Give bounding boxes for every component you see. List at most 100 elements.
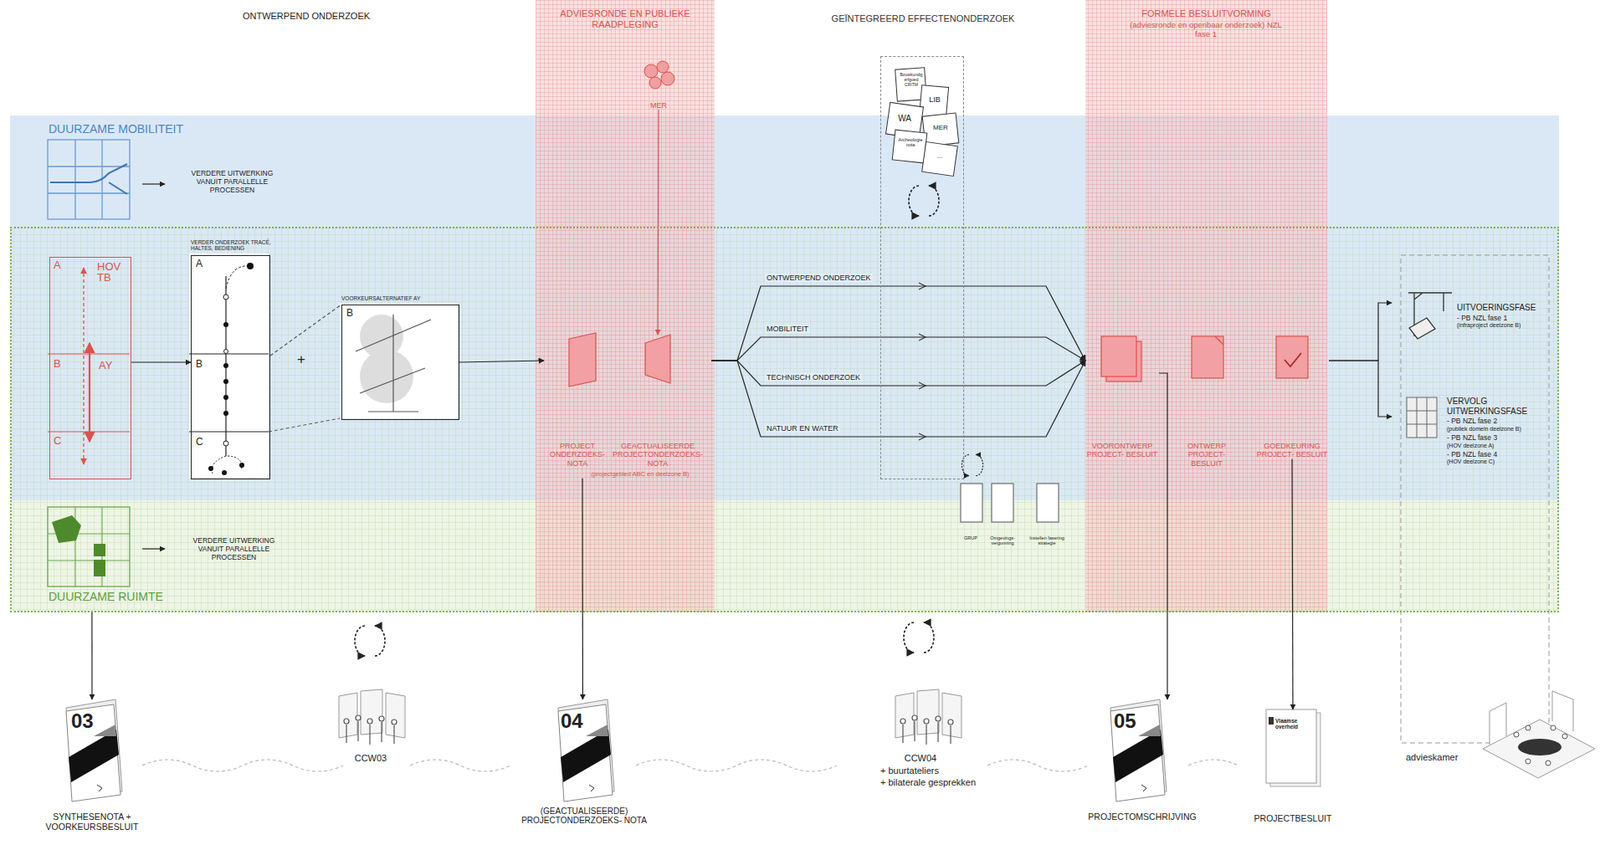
leader-line [268,418,340,432]
card-text: WA [890,113,919,124]
phase-title: ONTWERPEND ONDERZOEK [209,10,404,22]
decision-document: Vlaamse overheidPROJECTBESLUIT [1246,709,1339,836]
decision-document [1266,709,1321,787]
connector [711,360,1086,437]
detail-box: VOORKEURSALTERNATIEF AYB [341,304,460,421]
label-text: + buurtateliers [880,765,939,777]
label-text: A [195,258,203,271]
connector [711,360,1086,386]
document: PROJECT ONDERZOEKS- NOTA [543,334,611,468]
label-text: VOORONTWERP PROJECT- BESLUIT [1085,441,1159,460]
label-text: A [53,259,62,272]
label-text: C [53,435,62,448]
label-text: AY [98,359,113,373]
phase-frame [1400,255,1549,744]
card-text: MER [926,123,955,132]
label-text: PROJECT ONDERZOEKS- NOTA [543,441,611,468]
note-box: VERDERE UITWERKING VANUIT PARALLELLE PRO… [179,169,285,195]
map-box: A HOV TB B AY C [49,256,132,480]
mer-icon [644,61,675,89]
route-drawing [189,253,269,478]
label-text: VERDER ONDERZOEK TRACÉ, HALTES, BEDIENIN… [190,239,292,252]
document-caption: Omgevings- vergunning [984,535,1021,547]
outcome: VERVOLG UITWERKINGSFASE- PB NZL fase 2(p… [1391,391,1551,466]
label-text: - PB NZL fase 3 [1446,434,1551,443]
label-text: PROJECTBESLUIT [1246,813,1339,824]
report: 05PROJECTOMSCHRIJVING [1083,699,1201,842]
label-text: (infraproject deelzone B) [1456,322,1551,329]
label-text: - PB NZL fase 2 [1446,417,1551,426]
outcome: UITVOERINGSFASE- PB NZL fase 1(infraproj… [1391,292,1551,329]
card-text: Archeologie nota [896,137,925,149]
variant-drawing [339,302,458,419]
label-text: C [195,436,204,449]
label-text: (GEACTUALISEERDE) PROJECTONDERZOEKS- NOT… [517,806,652,826]
phase-column: FORMELE BESLUITVORMING(adviesronde en op… [1085,0,1328,613]
connector [581,478,584,700]
crane-icon [1408,292,1452,339]
workshop: CCW03 [334,689,407,774]
label-text: B [53,358,62,371]
label-text: DUURZAME MOBILITEIT [48,122,184,136]
label-text: (publiek domein deelzone B) [1446,425,1551,433]
space-icon [47,507,130,587]
report: 04(GEACTUALISEERDE) PROJECTONDERZOEKS- N… [517,699,652,842]
label-text: GOEDKEURING PROJECT- BESLUIT [1255,441,1329,460]
document-icon [569,333,1308,387]
label-text: UITVOERINGSFASE [1456,302,1551,313]
label-text: DUURZAME RUIMTE [48,589,164,604]
document: ONTWERP PROJECT- BESLUIT [1171,334,1242,468]
label-text: VERVOLG UITWERKINGSFASE [1446,396,1551,416]
label-text: GEACTUALISEERDE PROJECTONDERZOEKS- NOTA [611,441,704,468]
report-cards [886,67,959,177]
grid-icon [1406,397,1437,438]
label-text: Vlaamse overheid [1275,717,1314,731]
label-text: (HOV deelzone A) [1446,442,1551,450]
mobility-icon [47,139,130,220]
label-text: 05 [1113,709,1137,734]
label-text: 03 [71,709,94,734]
mer-label: MER [648,101,669,110]
advice-room [1482,691,1595,779]
small-documents [960,483,1059,523]
label-text: + bilaterale gesprekken [880,777,976,789]
label-text: - PB NZL fase 4 [1446,451,1551,460]
label-text: PROJECTOMSCHRIJVING [1083,811,1201,822]
document: GOEDKEURING PROJECT- BESLUIT [1255,334,1329,460]
label-text: SYNTHESENOTA + VOORKEURSBESLUIT [37,811,147,832]
phase-column-fill [535,0,1328,613]
connector [131,361,191,363]
label-text: CCW03 [334,753,407,765]
note-box: VERDERE UITWERKING VANUIT PARALLELLE PRO… [181,537,287,562]
label-text: B [346,307,354,320]
label-text: (projectgebied ABC en deelzone B) [569,471,712,479]
card-text: Bouwkundig erfgoed CRITM [898,72,924,88]
label-text: GEÏNTEGREERD EFFECTENONDERZOEK [830,13,1016,25]
label-text: - PB NZL fase 1 [1456,314,1551,324]
label-text: advieskamer [1405,752,1458,764]
workshop-icon [338,689,962,745]
label-text: VERDERE UITWERKING VANUIT PARALLELLE PRO… [181,537,287,562]
connector [1292,459,1293,710]
branch-arrowhead [918,282,926,441]
document-caption: Instellen fasering strategie [1027,535,1067,547]
label-text: VOORKEURSALTERNATIEF AY [341,295,421,302]
label-text: ONTWERP PROJECT- BESLUIT [1171,441,1242,468]
timeline-wave [142,759,1239,772]
label-text: HOV TB [97,261,128,283]
report-icon [66,699,1167,802]
connector-label: MOBILITEIT [764,324,811,334]
document: GEACTUALISEERDE PROJECTONDERZOEKS- NOTA (… [569,334,712,479]
label-text: MER [648,101,669,110]
label-text: (adviesronde en openbaar onderzoek) NZL … [1122,20,1290,40]
connector [1328,302,1392,361]
connector [711,286,1086,361]
document: VOORONTWERP PROJECT- BESLUIT [1085,334,1159,460]
connector-label: TECHNISCH ONDERZOEK [764,373,862,382]
connector-label: ONTWERPEND ONDERZOEK [764,273,873,283]
label-text: VERDERE UITWERKING VANUIT PARALLELLE PRO… [179,169,285,195]
connector [270,304,342,356]
card-text: ... [927,152,953,160]
